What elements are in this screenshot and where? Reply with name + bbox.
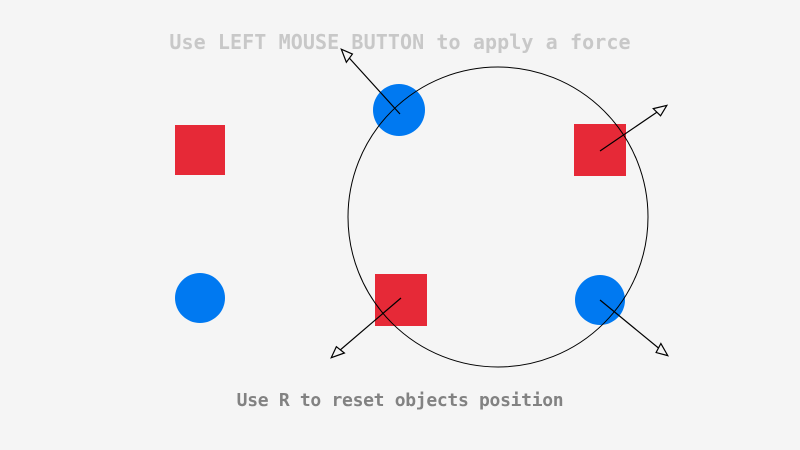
red-square-bottom-center[interactable] [375,274,427,326]
blue-circle-top-center[interactable] [373,84,425,136]
force-arrow-bottom-center [330,297,402,359]
red-square-top-left[interactable] [175,125,225,175]
force-arrow-top-center [340,48,401,115]
force-arrow-bottom-right [599,299,670,357]
physics-objects-layer [175,84,626,326]
force-arrow-top-right [599,104,669,152]
overlay-layer [330,48,670,368]
blue-circle-bottom-left[interactable] [175,273,225,323]
boundary-circle [347,66,649,368]
red-square-top-right[interactable] [574,124,626,176]
